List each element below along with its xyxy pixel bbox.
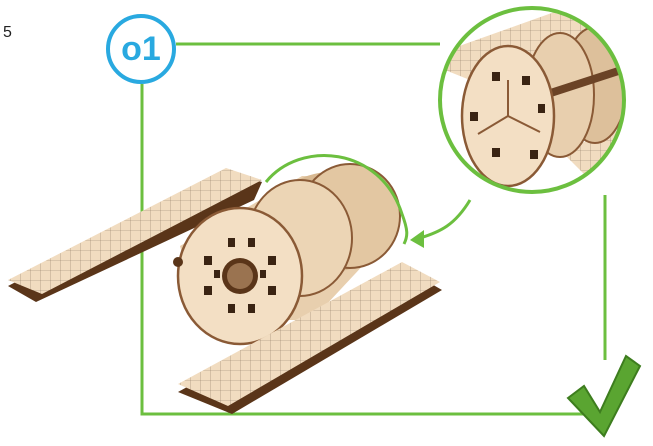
- checkmark-icon: [566, 354, 642, 438]
- wooden-assembly: [8, 163, 442, 414]
- step-badge: o1: [106, 14, 176, 84]
- step-label: o1: [121, 29, 161, 68]
- connector-line: [140, 42, 607, 416]
- right-base-plate: [178, 262, 442, 414]
- page-number: 5: [3, 24, 12, 41]
- magnified-detail: [438, 6, 626, 194]
- arrow-left-icon: [410, 199, 472, 248]
- disc-front: [173, 206, 304, 346]
- left-base-plate: [8, 168, 262, 302]
- highlight-arc: [264, 154, 409, 245]
